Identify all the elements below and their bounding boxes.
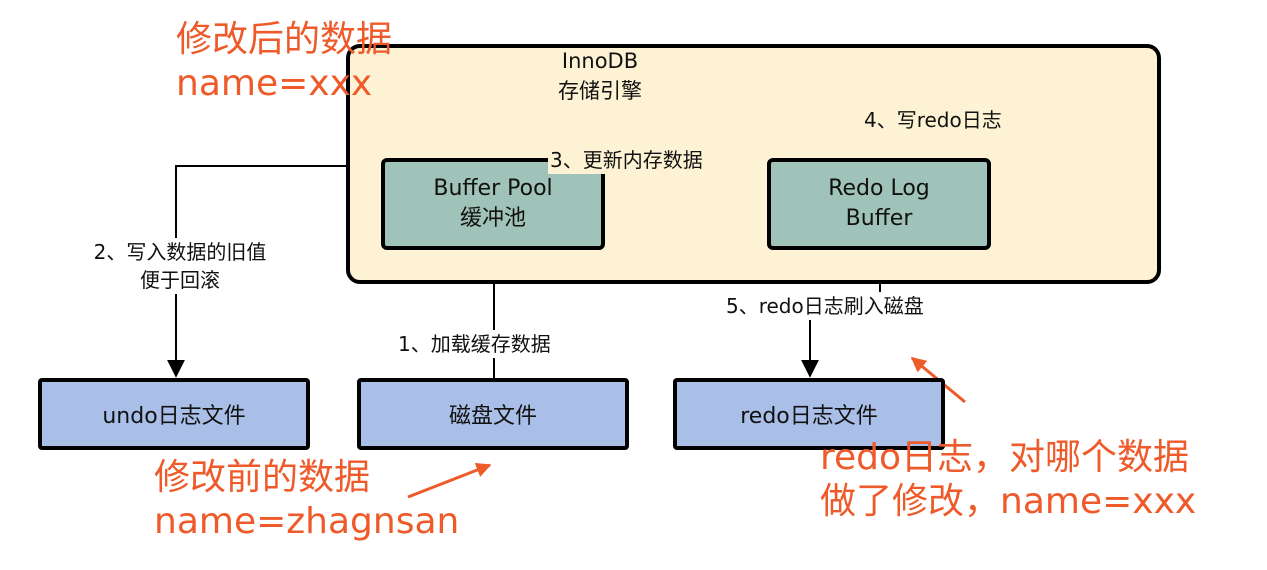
redo-log-file-box: redo日志文件 <box>673 378 945 450</box>
redo-log-buffer-box: Redo Log Buffer <box>767 158 991 250</box>
engine-title-line2: 存储引擎 <box>558 79 642 103</box>
annotation-before-line2: name=zhagnsan <box>154 501 460 542</box>
buffer-pool-box: Buffer Pool 缓冲池 <box>381 158 605 250</box>
step1-label: 1、加载缓存数据 <box>396 330 553 358</box>
annotation-redo-line1: redo日志，对哪个数据 <box>820 437 1190 478</box>
engine-title: InnoDB 存储引擎 <box>520 46 680 106</box>
annotation-before-data: 修改前的数据 name=zhagnsan <box>154 456 459 544</box>
annotation-arrow-before <box>407 462 492 499</box>
undo-log-file-box: undo日志文件 <box>38 378 310 450</box>
step4-label: 4、写redo日志 <box>862 106 1004 134</box>
step2-line1: 2、写入数据的旧值 <box>93 240 267 264</box>
redo-log-file-label: redo日志文件 <box>740 404 878 429</box>
disk-file-box: 磁盘文件 <box>357 378 629 450</box>
annotation-modified-line1: 修改后的数据 <box>176 19 393 60</box>
disk-file-label: 磁盘文件 <box>448 404 537 429</box>
redo-log-buffer-line1: Redo Log <box>828 176 930 201</box>
annotation-redo-line2: 做了修改，name=xxx <box>820 481 1197 522</box>
arrow-undo <box>167 165 346 378</box>
step5-label: 5、redo日志刷入磁盘 <box>724 292 926 320</box>
step2-line2: 便于回滚 <box>140 268 220 292</box>
annotation-before-line1: 修改前的数据 <box>154 457 371 498</box>
annotation-modified-line2: name=xxx <box>176 63 373 104</box>
engine-title-line1: InnoDB <box>561 49 639 73</box>
annotation-redo-log: redo日志，对哪个数据 做了修改，name=xxx <box>820 436 1196 524</box>
buffer-pool-line2: 缓冲池 <box>459 206 526 231</box>
step2-label: 2、写入数据的旧值 便于回滚 <box>58 238 302 294</box>
redo-log-buffer-line2: Buffer <box>845 206 913 231</box>
buffer-pool-line1: Buffer Pool <box>433 176 553 201</box>
annotation-modified-data: 修改后的数据 name=xxx <box>176 18 392 106</box>
undo-log-file-label: undo日志文件 <box>102 404 246 429</box>
step3-label: 3、更新内存数据 <box>548 146 705 174</box>
